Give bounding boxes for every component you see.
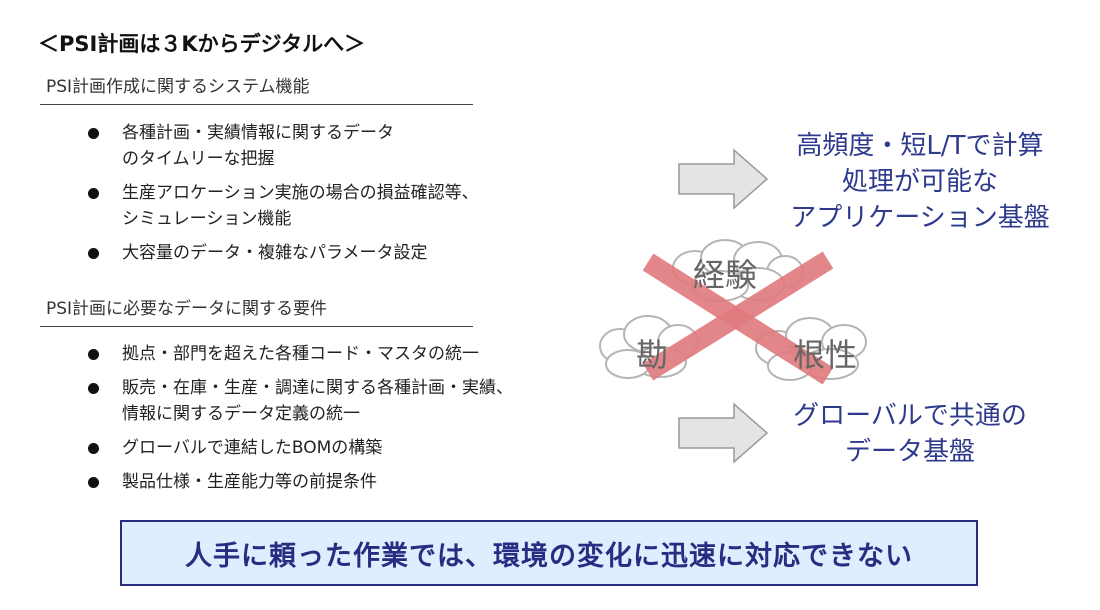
- list-item-text: 各種計画・実績情報に関するデータ: [122, 123, 394, 143]
- result-data-platform: グローバルで共通の データ基盤: [760, 398, 1060, 470]
- list-item: 拠点・部門を超えた各種コード・マスタの統一: [88, 341, 513, 367]
- result-line: 処理が可能な: [841, 167, 998, 197]
- list-item: 大容量のデータ・複雑なパラメータ設定: [88, 240, 479, 266]
- section-heading-data-requirements: PSI計画に必要なデータに関する要件: [46, 299, 328, 319]
- list-item: 各種計画・実績情報に関するデータ のタイムリーな把握: [88, 120, 479, 172]
- bullet-dot: [88, 477, 99, 488]
- cross-stroke: [642, 251, 834, 381]
- bullet-dot: [88, 128, 99, 139]
- conclusion-banner: 人手に頼った作業では、環境の変化に迅速に対応できない: [120, 520, 978, 586]
- arrow-right-icon: [678, 148, 768, 210]
- three-k-crossed-out: [599, 239, 867, 385]
- bullet-dot: [88, 349, 99, 360]
- section-divider: [40, 326, 473, 327]
- list-item-text: のタイムリーな把握: [122, 149, 275, 169]
- bullet-dot: [88, 443, 99, 454]
- label-keiken: 経験: [693, 256, 758, 294]
- result-application-platform: 高頻度・短L/Tで計算 処理が可能な アプリケーション基盤: [770, 128, 1070, 236]
- list-item: 販売・在庫・生産・調達に関する各種計画・実績、 情報に関するデータ定義の統一: [88, 375, 513, 427]
- list-item: 製品仕様・生産能力等の前提条件: [88, 469, 513, 495]
- label-kan: 勘: [636, 336, 669, 374]
- list-item-text: 情報に関するデータ定義の統一: [122, 404, 360, 424]
- list-item-text: 拠点・部門を超えた各種コード・マスタの統一: [122, 344, 479, 364]
- result-line: グローバルで共通の: [793, 401, 1027, 431]
- data-requirements-list: 拠点・部門を超えた各種コード・マスタの統一 販売・在庫・生産・調達に関する各種計…: [88, 341, 513, 503]
- bullet-dot: [88, 383, 99, 394]
- list-item: グローバルで連結したBOMの構築: [88, 435, 513, 461]
- arrow-right-icon: [678, 402, 768, 464]
- section-divider: [40, 104, 473, 105]
- list-item: 生産アロケーション実施の場合の損益確認等、 シミュレーション機能: [88, 180, 479, 232]
- list-item-text: 大容量のデータ・複雑なパラメータ設定: [122, 243, 428, 263]
- bullet-dot: [88, 248, 99, 259]
- system-functions-list: 各種計画・実績情報に関するデータ のタイムリーな把握 生産アロケーション実施の場…: [88, 120, 479, 274]
- result-line: アプリケーション基盤: [790, 203, 1050, 233]
- list-item-text: 製品仕様・生産能力等の前提条件: [122, 472, 377, 492]
- conclusion-text: 人手に頼った作業では、環境の変化に迅速に対応できない: [185, 540, 913, 572]
- list-item-text: シミュレーション機能: [122, 209, 292, 229]
- list-item-text: 販売・在庫・生産・調達に関する各種計画・実績、: [122, 378, 513, 398]
- result-line: データ基盤: [844, 437, 975, 467]
- list-item-text: 生産アロケーション実施の場合の損益確認等、: [122, 183, 479, 203]
- list-item-text: グローバルで連結したBOMの構築: [122, 438, 383, 458]
- result-line: 高頻度・短L/Tで計算: [796, 131, 1044, 161]
- bullet-dot: [88, 188, 99, 199]
- cloud-kan-icon: [599, 315, 699, 379]
- section-heading-system-functions: PSI計画作成に関するシステム機能: [46, 77, 310, 97]
- label-konjou: 根性: [793, 336, 858, 374]
- page-title: ＜PSI計画は３Kからデジタルへ＞: [38, 32, 366, 56]
